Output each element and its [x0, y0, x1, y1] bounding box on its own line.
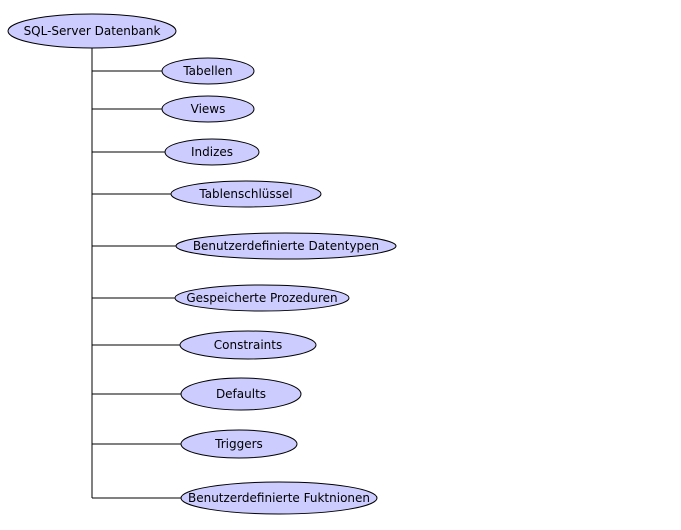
child-node-label: Defaults	[216, 387, 266, 401]
root-node-label: SQL-Server Datenbank	[24, 24, 161, 38]
child-node-ellipse	[170, 180, 322, 208]
child-node-label: Constraints	[214, 338, 282, 352]
child-node-indizes: Indizes	[164, 138, 260, 166]
child-node-ellipse	[161, 95, 255, 123]
child-node-label: Triggers	[214, 437, 263, 451]
child-node-ellipse	[174, 284, 350, 312]
child-node-defaults: Defaults	[180, 377, 302, 411]
child-node-label: Tabellen	[182, 64, 232, 78]
child-node-ellipse	[175, 232, 397, 260]
root-node-ellipse	[7, 13, 177, 49]
child-node-prozeduren: Gespeicherte Prozeduren	[174, 284, 350, 312]
child-node-triggers: Triggers	[180, 429, 298, 459]
child-node-datentypen: Benutzerdefinierte Datentypen	[175, 232, 397, 260]
child-node-funktionen: Benutzerdefinierte Fuktnionen	[180, 481, 378, 515]
child-node-label: Benutzerdefinierte Fuktnionen	[188, 491, 370, 505]
child-node-tablenschluessel: Tablenschlüssel	[170, 180, 322, 208]
root-node: SQL-Server Datenbank	[7, 13, 177, 49]
child-node-label: Gespeicherte Prozeduren	[186, 291, 337, 305]
child-node-constraints: Constraints	[179, 330, 317, 360]
child-node-ellipse	[180, 481, 378, 515]
child-node-ellipse	[180, 377, 302, 411]
child-node-views: Views	[161, 95, 255, 123]
child-node-label: Tablenschlüssel	[198, 187, 292, 201]
child-node-label: Views	[191, 102, 226, 116]
child-node-label: Indizes	[191, 145, 233, 159]
child-node-ellipse	[179, 330, 317, 360]
child-node-ellipse	[161, 57, 255, 85]
child-node-label: Benutzerdefinierte Datentypen	[193, 239, 379, 253]
child-node-ellipse	[164, 138, 260, 166]
child-node-ellipse	[180, 429, 298, 459]
child-node-tabellen: Tabellen	[161, 57, 255, 85]
